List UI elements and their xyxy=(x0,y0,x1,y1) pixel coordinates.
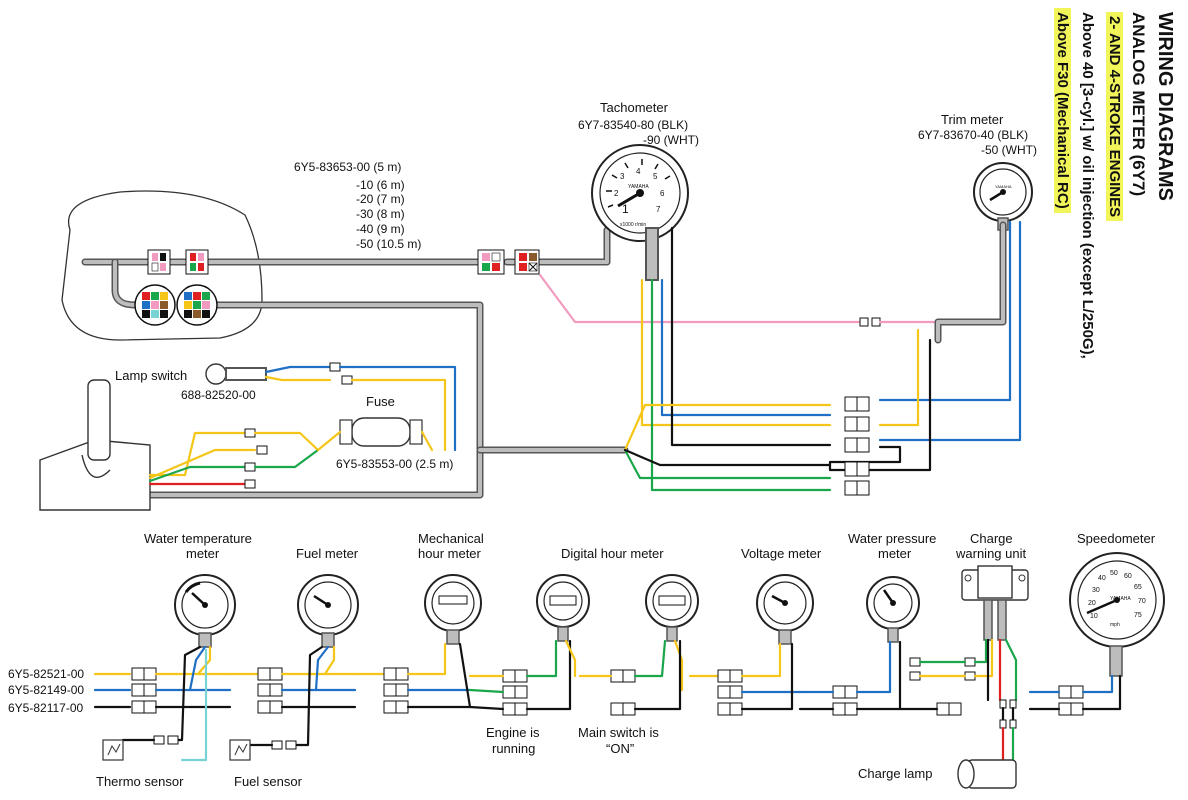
svg-text:meter: meter xyxy=(878,546,912,561)
svg-text:6Y5-83653-00 (5 m): 6Y5-83653-00 (5 m) xyxy=(294,160,401,174)
charge-lamp xyxy=(957,759,1017,789)
voltage-meter xyxy=(756,574,814,645)
svg-text:5: 5 xyxy=(653,172,658,181)
svg-text:6Y5-82521-00: 6Y5-82521-00 xyxy=(8,667,84,681)
tachometer-stem xyxy=(645,227,659,281)
trim-meter-pn: 6Y7-83670-40 (BLK) xyxy=(918,128,1028,142)
main-switch-label-1: Main switch is xyxy=(578,725,659,740)
svg-text:60: 60 xyxy=(1124,573,1132,580)
svg-text:50: 50 xyxy=(1110,570,1118,577)
svg-text:-30 (8 m): -30 (8 m) xyxy=(356,207,405,221)
svg-text:Fuel meter: Fuel meter xyxy=(296,546,359,561)
console-connector-2pin-b xyxy=(185,249,209,275)
bottom-harness-pns: 6Y5-82521-00 6Y5-82149-00 6Y5-82117-00 xyxy=(8,667,84,715)
svg-text:meter: meter xyxy=(186,546,220,561)
svg-text:10: 10 xyxy=(1090,613,1098,620)
svg-text:Digital hour meter: Digital hour meter xyxy=(561,546,664,561)
mechanical-hour-meter xyxy=(424,574,482,645)
remote-control-box xyxy=(39,379,151,511)
svg-text:YAMAHA: YAMAHA xyxy=(628,184,649,190)
digital-hour-meter-main-switch xyxy=(645,574,699,642)
svg-text:70: 70 xyxy=(1138,598,1146,605)
svg-text:-40 (9 m): -40 (9 m) xyxy=(356,222,405,236)
fuel-sensor-label: Fuel sensor xyxy=(234,774,303,789)
pink-wire xyxy=(538,273,862,324)
harness-part-numbers: 6Y5-83653-00 (5 m) -10 (6 m) -20 (7 m) -… xyxy=(294,160,421,251)
svg-text:hour meter: hour meter xyxy=(418,546,482,561)
lamp-switch-pn: 688-82520-00 xyxy=(181,388,256,402)
svg-text:YAMAHA: YAMAHA xyxy=(995,184,1012,189)
main-harness-pn: 6Y5-83553-00 (2.5 m) xyxy=(336,457,453,471)
trim-connector-stack xyxy=(844,396,870,496)
charge-lamp-label: Charge lamp xyxy=(858,766,932,781)
engine-running-label-1: Engine is xyxy=(486,725,540,740)
console-round-connector-b xyxy=(176,284,218,326)
main-switch-label-2: “ON” xyxy=(606,741,634,756)
svg-text:6Y5-82149-00: 6Y5-82149-00 xyxy=(8,683,84,697)
svg-text:mph: mph xyxy=(1110,622,1120,628)
svg-text:6: 6 xyxy=(660,189,665,198)
bottom-meter-labels: Water temperature meter Fuel meter Mecha… xyxy=(144,531,1156,561)
svg-text:-20 (7 m): -20 (7 m) xyxy=(356,192,405,206)
svg-text:Water temperature: Water temperature xyxy=(144,531,252,546)
svg-text:4: 4 xyxy=(636,167,641,176)
tachometer-label: Tachometer xyxy=(600,100,669,115)
water-pressure-meter xyxy=(866,576,920,643)
speedometer-gauge: 10 20 30 40 50 60 65 70 75 YAMAHA mph xyxy=(1069,552,1165,648)
svg-text:3: 3 xyxy=(620,172,625,181)
fuse-label: Fuse xyxy=(366,394,395,409)
svg-text:-50 (10.5 m): -50 (10.5 m) xyxy=(356,237,421,251)
fuse xyxy=(339,417,423,447)
svg-text:-10 (6 m): -10 (6 m) xyxy=(356,178,405,192)
svg-text:2: 2 xyxy=(614,189,619,198)
harness-connector-a xyxy=(477,249,505,275)
svg-text:Speedometer: Speedometer xyxy=(1077,531,1156,546)
digital-hour-meter-engine xyxy=(536,574,590,642)
svg-text:Water pressure: Water pressure xyxy=(848,531,936,546)
svg-text:warning unit: warning unit xyxy=(955,546,1026,561)
harness-connector-b xyxy=(514,249,540,275)
svg-text:40: 40 xyxy=(1098,575,1106,582)
charge-warning-unit xyxy=(961,565,1029,641)
svg-text:30: 30 xyxy=(1092,587,1100,594)
trim-meter-gauge: YAMAHA xyxy=(973,162,1033,222)
engine-running-label-2: running xyxy=(492,741,535,756)
console-round-connector-a xyxy=(134,284,176,326)
svg-text:YAMAHA: YAMAHA xyxy=(1110,596,1131,602)
svg-text:Voltage meter: Voltage meter xyxy=(741,546,822,561)
tachometer-pn: 6Y7-83540-80 (BLK) xyxy=(578,118,688,132)
tachometer-gauge: 1 2 3 4 5 6 7 YAMAHA x1000 r/min xyxy=(591,144,689,242)
tachometer-pn-wht: -90 (WHT) xyxy=(643,133,699,147)
trim-meter-pn-wht: -50 (WHT) xyxy=(981,143,1037,157)
svg-text:Charge: Charge xyxy=(970,531,1013,546)
lamp-switch xyxy=(205,363,267,385)
lamp-switch-label: Lamp switch xyxy=(115,368,187,383)
svg-text:7: 7 xyxy=(656,205,661,214)
svg-text:6Y5-82117-00: 6Y5-82117-00 xyxy=(8,701,83,715)
fuel-meter xyxy=(297,574,359,648)
console-connector-2pin xyxy=(147,249,171,275)
svg-text:65: 65 xyxy=(1134,584,1142,591)
svg-text:1: 1 xyxy=(622,202,629,216)
svg-text:20: 20 xyxy=(1088,600,1096,607)
thermo-sensor xyxy=(102,739,124,761)
svg-text:75: 75 xyxy=(1134,612,1142,619)
thermo-sensor-label: Thermo sensor xyxy=(96,774,184,789)
fuel-sensor xyxy=(229,739,251,761)
svg-text:Mechanical: Mechanical xyxy=(418,531,484,546)
trim-meter-label: Trim meter xyxy=(941,112,1004,127)
svg-text:x1000 r/min: x1000 r/min xyxy=(620,222,646,228)
water-temp-meter xyxy=(174,574,236,648)
